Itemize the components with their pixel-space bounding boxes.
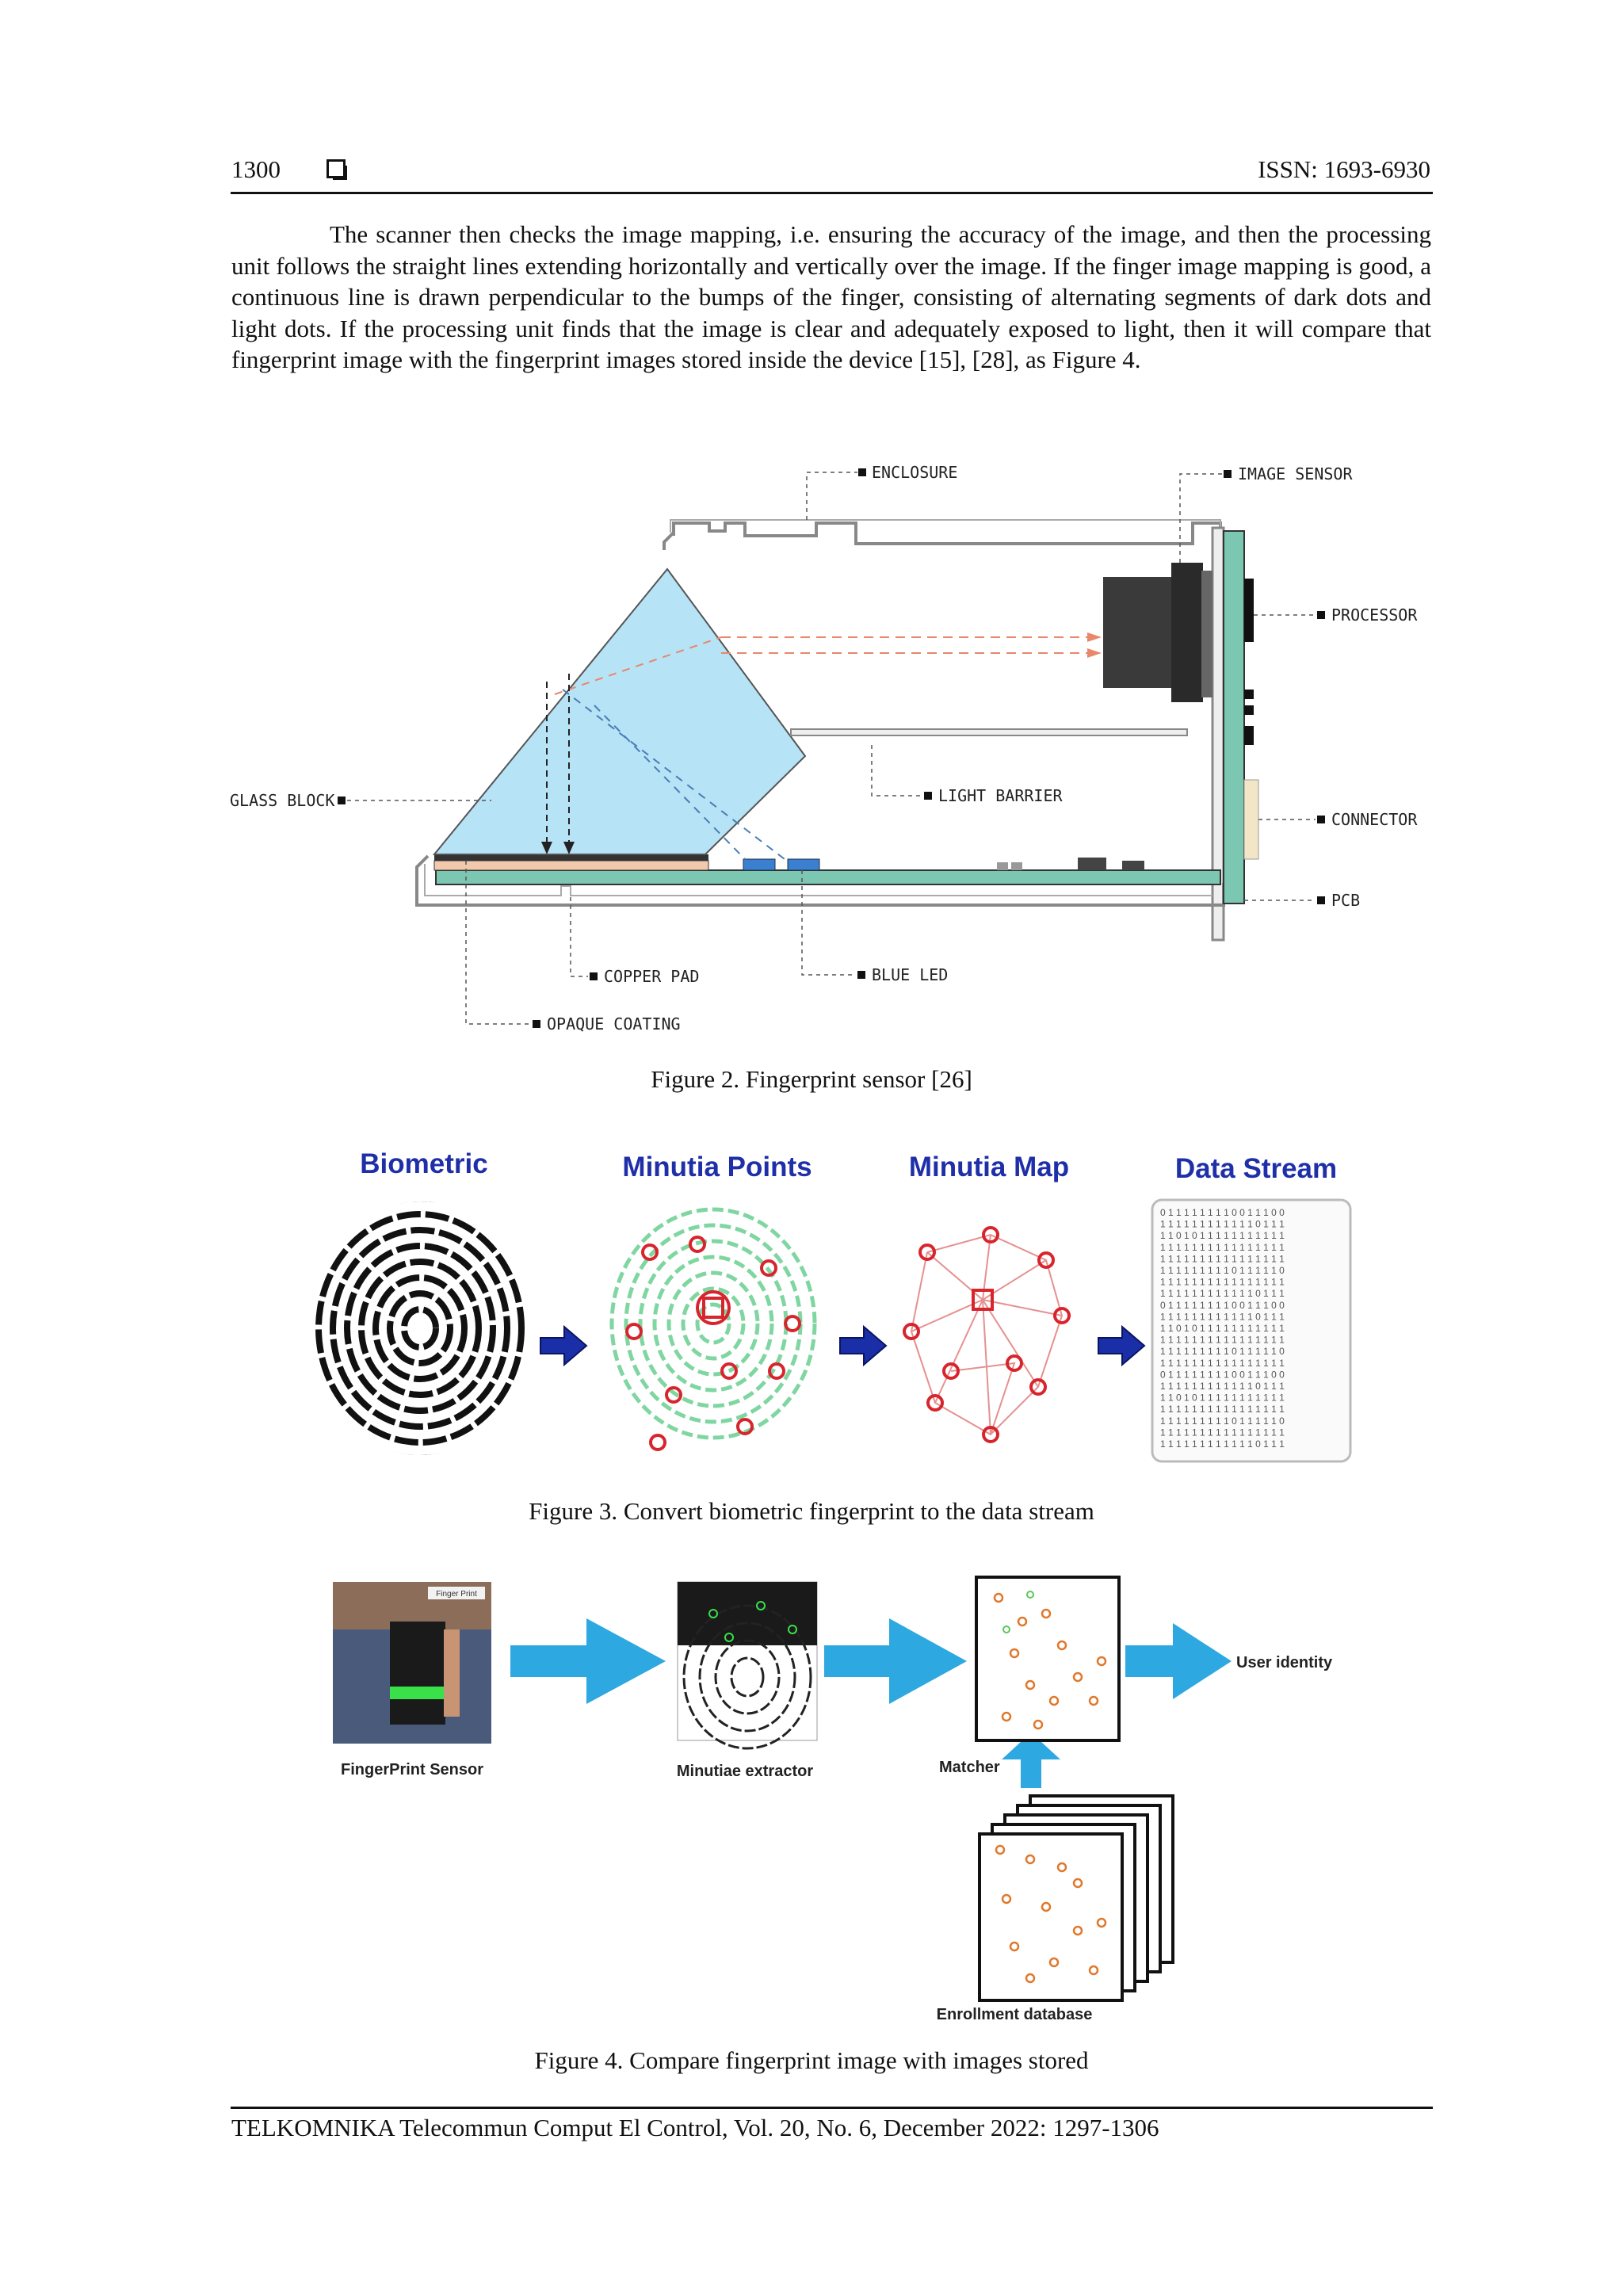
data-stream-row: 0 1 1 1 1 1 1 1 1 0 0 1 1 1 0 0 — [1160, 1207, 1285, 1218]
page-number: 1300 — [231, 155, 281, 184]
arrow-to-matcher-icon — [824, 1618, 967, 1704]
data-stream-row: 1 1 1 1 1 1 1 1 1 0 1 1 1 1 1 0 — [1160, 1415, 1285, 1427]
label-image-sensor: IMAGE SENSOR — [1238, 464, 1353, 483]
label-blue-led: BLUE LED — [872, 965, 948, 984]
arrow-to-extractor-icon — [510, 1618, 666, 1704]
label-connector: CONNECTOR — [1331, 810, 1418, 829]
data-stream-row: 1 1 1 1 1 1 1 1 1 1 1 1 1 1 1 1 — [1160, 1427, 1285, 1438]
label-copper-pad: COPPER PAD — [604, 967, 699, 986]
processor — [1244, 579, 1254, 642]
label-extractor: Minutiae extractor — [677, 1763, 813, 1780]
pcb — [436, 870, 1220, 884]
enrollment-database-stack — [980, 1796, 1173, 2000]
arrow-3-icon — [1098, 1327, 1144, 1365]
figure4-caption: Figure 4. Compare fingerprint image with… — [0, 2046, 1623, 2075]
sensor-tag: Finger Print — [436, 1590, 477, 1599]
data-stream-row: 1 1 1 1 1 1 1 1 1 0 1 1 1 1 1 0 — [1160, 1265, 1285, 1276]
stage-minutia-map: Minutia Map — [909, 1152, 1069, 1182]
label-opaque-coating: OPAQUE COATING — [547, 1014, 681, 1033]
data-stream-row: 1 1 1 1 1 1 1 1 1 1 1 1 0 1 1 1 — [1160, 1219, 1285, 1230]
figure3-caption: Figure 3. Convert biometric fingerprint … — [0, 1497, 1623, 1526]
biometric-to-datastream-diagram: Biometric Minutia Points Minutia Map Dat… — [301, 1133, 1355, 1474]
label-glass-block: GLASS BLOCK — [230, 791, 334, 810]
label-enclosure: ENCLOSURE — [872, 463, 957, 482]
figure2-caption: Figure 2. Fingerprint sensor [26] — [0, 1065, 1623, 1094]
body-text: The scanner then checks the image mappin… — [231, 220, 1431, 373]
data-stream-row: 1 1 1 1 1 1 1 1 1 1 1 1 0 1 1 1 — [1160, 1288, 1285, 1299]
data-stream-row: 1 1 1 1 1 1 1 1 1 1 1 1 1 1 1 1 — [1160, 1358, 1285, 1369]
label-light-barrier: LIGHT BARRIER — [938, 786, 1063, 805]
opaque-coating — [434, 854, 708, 861]
header-rule — [231, 192, 1433, 194]
image-sensor — [1103, 577, 1173, 688]
connector — [1244, 780, 1258, 859]
body-paragraph: The scanner then checks the image mappin… — [231, 219, 1431, 376]
data-stream-row: 1 1 0 1 0 1 1 1 1 1 1 1 1 1 1 1 — [1160, 1392, 1285, 1404]
data-stream-row: 1 1 1 1 1 1 1 1 1 0 1 1 1 1 1 0 — [1160, 1346, 1285, 1357]
data-stream-row: 1 1 1 1 1 1 1 1 1 1 1 1 1 1 1 1 — [1160, 1277, 1285, 1288]
data-stream-row: 1 1 1 1 1 1 1 1 1 1 1 1 1 1 1 1 — [1160, 1404, 1285, 1415]
header-box-icon — [327, 159, 346, 178]
label-processor: PROCESSOR — [1331, 606, 1418, 625]
arrow-2-icon — [840, 1327, 886, 1365]
fingerprint-image — [304, 1198, 536, 1458]
data-stream-row: 0 1 1 1 1 1 1 1 1 0 0 1 1 1 0 0 — [1160, 1369, 1285, 1380]
label-user-identity: User identity — [1236, 1654, 1333, 1671]
data-stream-row: 1 1 0 1 0 1 1 1 1 1 1 1 1 1 1 1 — [1160, 1230, 1285, 1241]
pcb-vertical — [1224, 531, 1244, 904]
data-stream-row: 1 1 1 1 1 1 1 1 1 1 1 1 1 1 1 1 — [1160, 1253, 1285, 1264]
fingerprint-matching-diagram: Finger Print FingerPrint Sensor Minutiae… — [317, 1566, 1363, 2026]
label-matcher: Matcher — [939, 1759, 1000, 1776]
arrow-1-icon — [540, 1327, 586, 1365]
arrow-to-identity-icon — [1125, 1623, 1232, 1699]
data-stream-row: 1 1 1 1 1 1 1 1 1 1 1 1 1 1 1 1 — [1160, 1242, 1285, 1253]
data-stream-row: 1 1 0 1 0 1 1 1 1 1 1 1 1 1 1 1 — [1160, 1323, 1285, 1334]
data-stream-row: 1 1 1 1 1 1 1 1 1 1 1 1 0 1 1 1 — [1160, 1438, 1285, 1450]
label-sensor: FingerPrint Sensor — [341, 1761, 483, 1778]
data-stream-row: 1 1 1 1 1 1 1 1 1 1 1 1 0 1 1 1 — [1160, 1311, 1285, 1322]
issn: ISSN: 1693-6930 — [1258, 155, 1430, 184]
light-barrier — [791, 729, 1187, 735]
stage-biometric: Biometric — [360, 1148, 487, 1179]
data-stream-row: 1 1 1 1 1 1 1 1 1 1 1 1 1 1 1 1 — [1160, 1335, 1285, 1346]
enclosure-top — [674, 523, 1220, 544]
footer-rule — [231, 2107, 1433, 2109]
footer-citation: TELKOMNIKA Telecommun Comput El Control,… — [231, 2114, 1159, 2142]
data-stream-row: 0 1 1 1 1 1 1 1 1 0 0 1 1 1 0 0 — [1160, 1300, 1285, 1311]
copper-pad — [434, 861, 708, 870]
stage-minutia-points: Minutia Points — [622, 1152, 812, 1182]
blue-led — [743, 859, 775, 870]
data-stream-row: 1 1 1 1 1 1 1 1 1 1 1 1 0 1 1 1 — [1160, 1381, 1285, 1392]
label-database: Enrollment database — [937, 2006, 1093, 2023]
label-pcb: PCB — [1331, 891, 1360, 910]
fingerprint-sensor-diagram: ENCLOSURE IMAGE SENSOR PROCESSOR GLASS B… — [230, 452, 1434, 1046]
glass-block — [434, 569, 805, 854]
stage-data-stream: Data Stream — [1175, 1153, 1337, 1184]
